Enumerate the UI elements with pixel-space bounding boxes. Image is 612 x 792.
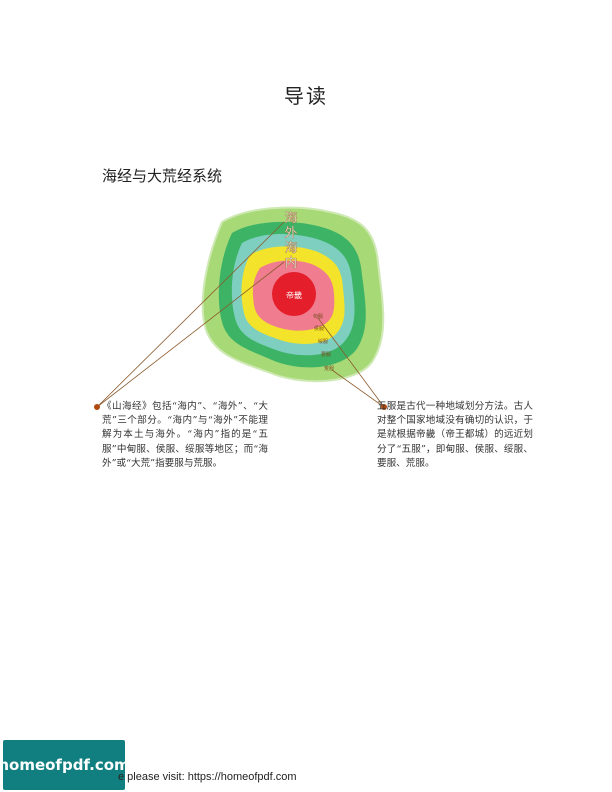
homeofpdf-badge[interactable]: homeofpdf.com xyxy=(0,740,130,790)
leader-line-left-2 xyxy=(96,261,285,408)
leader-line-left-1 xyxy=(96,221,285,408)
note-left-text: 《山海经》包括“海内”、“海外”、“大荒”三个部分。“海内”与“海外”不能理解为… xyxy=(102,401,268,469)
leader-dot-right xyxy=(381,404,387,410)
ring-label-sui: 绥服 xyxy=(318,338,328,345)
note-right-text: 五服是古代一种地域划分方法。古人对整个国家地域没有确切的认识，于是就根据帝畿（帝… xyxy=(377,401,533,469)
center-label: 帝畿 xyxy=(286,290,302,300)
ring-label-huang: 荒服 xyxy=(324,365,334,372)
label-haiwai-2: 外 xyxy=(284,226,297,241)
note-right: 五服是古代一种地域划分方法。古人对整个国家地域没有确切的认识，于是就根据帝畿（帝… xyxy=(377,400,533,471)
label-haiwai-1: 海 xyxy=(284,211,297,226)
label-hainei-1: 海 xyxy=(284,241,297,256)
leader-line-right-1 xyxy=(317,317,385,408)
zone-center-red xyxy=(272,272,316,316)
note-left: 《山海经》包括“海内”、“海外”、“大荒”三个部分。“海内”与“海外”不能理解为… xyxy=(102,400,268,471)
ring-label-hou: 侯服 xyxy=(314,325,324,332)
footer-link-text[interactable]: e please visit: https://homeofpdf.com xyxy=(118,771,297,783)
ring-label-yao: 要服 xyxy=(321,352,331,358)
section-title: 海经与大荒经系统 xyxy=(102,167,223,185)
leader-line-right-2 xyxy=(331,369,385,408)
page-title: 导读 xyxy=(284,84,328,108)
leader-dot-left xyxy=(94,404,100,410)
footer: homeofpdf.com e please visit: https://ho… xyxy=(0,740,612,792)
label-hainei-2: 内 xyxy=(284,255,297,271)
ring-label-dian: 甸服 xyxy=(313,313,323,320)
